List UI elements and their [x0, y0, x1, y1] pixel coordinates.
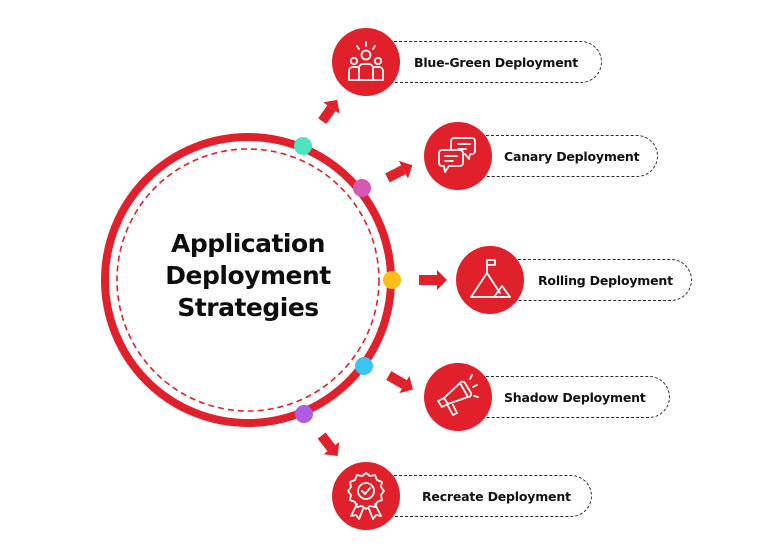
dot-rolling: [383, 271, 401, 289]
strategy-icon-shadow: [424, 363, 492, 431]
mountain-flag-icon: [456, 246, 524, 314]
dot-canary: [353, 179, 371, 197]
title-line-2: Deployment: [165, 261, 331, 290]
title-line-1: Application: [171, 229, 325, 258]
strategy-icon-blue-green: [332, 28, 400, 96]
strategy-label: Shadow Deployment: [504, 389, 646, 405]
strategy-icon-rolling: [456, 246, 524, 314]
dot-shadow: [355, 357, 373, 375]
inner-dashed-ring: [116, 148, 380, 412]
strategy-item-blue-green: Blue-Green Deployment: [384, 41, 602, 83]
arrow-rolling: [419, 270, 447, 290]
arrows: [317, 99, 447, 457]
dot-blue-green: [294, 137, 312, 155]
strategy-icon-recreate: [332, 462, 400, 530]
strategy-item-recreate: Recreate Deployment: [384, 475, 592, 517]
strategy-label: Rolling Deployment: [538, 272, 673, 288]
arrow-blue-green: [318, 99, 340, 125]
title-line-3: Strategies: [177, 293, 319, 322]
strategy-label: Canary Deployment: [504, 148, 640, 164]
arrow-recreate: [317, 432, 340, 457]
strategy-label: Blue-Green Deployment: [414, 54, 579, 70]
award-badge-icon: [332, 462, 400, 530]
strategy-label: Recreate Deployment: [422, 488, 571, 504]
strategy-item-canary: Canary Deployment: [476, 135, 658, 177]
strategy-item-rolling: Rolling Deployment: [508, 259, 692, 301]
dot-recreate: [295, 405, 313, 423]
arrow-canary: [385, 160, 413, 183]
megaphone-icon: [424, 363, 492, 431]
arrow-shadow: [386, 371, 413, 394]
team-group-icon: [332, 28, 400, 96]
strategy-icon-canary: [424, 122, 492, 190]
chat-bubbles-icon: [424, 122, 492, 190]
diagram-title: Application Deployment Strategies: [128, 228, 368, 324]
strategy-item-shadow: Shadow Deployment: [476, 376, 670, 418]
